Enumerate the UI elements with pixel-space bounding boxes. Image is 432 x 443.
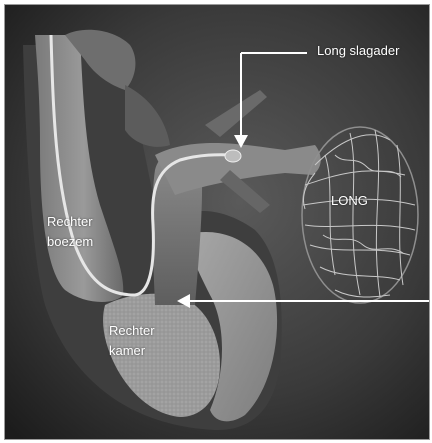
label-right-atrium-line2: boezem [47,232,93,251]
label-right-atrium-line1: Rechter [47,212,93,231]
catheter-balloon-tip [225,150,241,162]
label-lung: LONG [331,191,368,210]
label-right-ventricle-line1: Rechter [109,321,155,340]
heart-catheter-illustration: Long slagader LONG Rechter boezem Rechte… [4,4,430,440]
label-pulmonary-artery: Long slagader [317,41,399,60]
label-right-ventricle-line2: kamer [109,341,145,360]
